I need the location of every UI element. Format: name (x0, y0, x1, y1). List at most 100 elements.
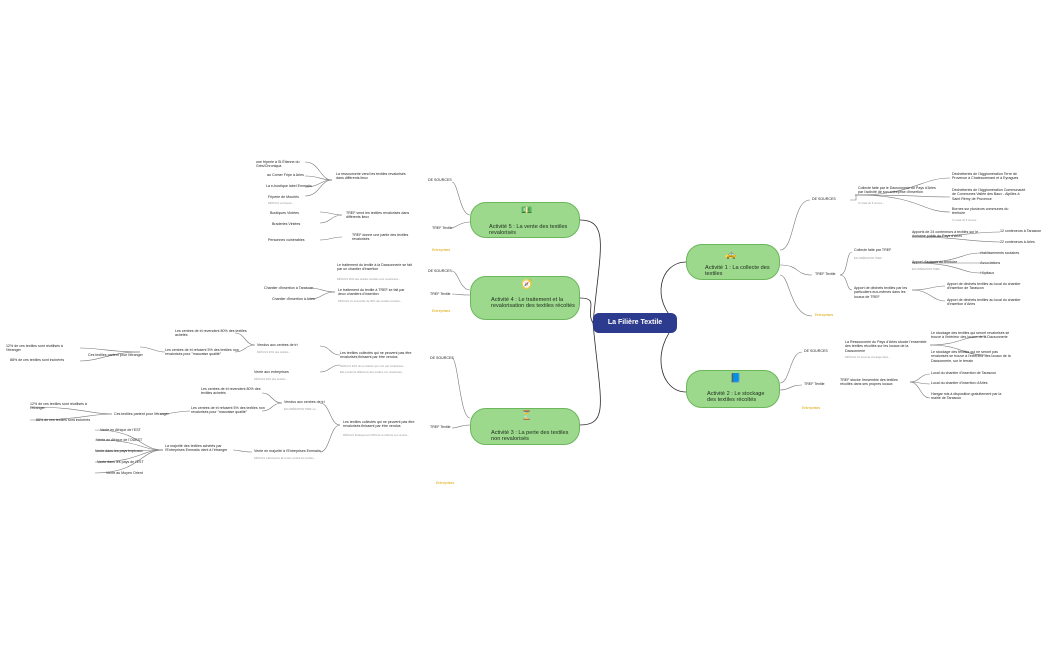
a2-local-tarascon[interactable]: Local du chantier d'insertion de Tarasco… (931, 371, 997, 375)
a1-sources-label[interactable]: DE SOURCES (812, 197, 836, 201)
a5-friperie-mouries[interactable]: Friperie de Mouriès (268, 195, 299, 199)
a4-entreprises-tag[interactable]: Entreprises (432, 309, 451, 313)
money-icon: 💵 (521, 205, 533, 215)
a5-corner-fripe[interactable]: au Comer Fripe à Arles (267, 173, 304, 177)
a3-tref-tri-revendent[interactable]: Les centres de tri revendent 80% des tex… (201, 387, 261, 396)
a3-vente-pays-est[interactable]: Vente dans les pays de l'EST (97, 460, 144, 464)
a3-tref-label[interactable]: TREF Textile (430, 425, 451, 429)
activity-4-node[interactable]: 🧭 Activité 4 : Le traitement et la reval… (470, 276, 580, 320)
a1-etablissements[interactable]: établissements scolaires (980, 251, 1020, 255)
a2-stock-note[interactable]: DÉTAILS Un local de stockage dans... (845, 356, 891, 359)
a3-tref-note[interactable]: DÉTAILS Pratiquement 80% de la collecte … (343, 434, 410, 437)
a5-tref-label[interactable]: TREF Textile (432, 226, 453, 230)
a1-hopitaux[interactable]: Hôpitaux (980, 271, 995, 275)
a1-associations[interactable]: Associations (980, 261, 1001, 265)
a1-apport-particuliers[interactable]: Apport de déchets textiles par les parti… (854, 286, 908, 299)
activity-5-node[interactable]: 💵 Activité 5 : La vente des textiles rev… (470, 202, 580, 238)
a3-non-revalorises-note[interactable]: DÉTAILS 30% de la collecte qui n'est pas… (340, 365, 406, 368)
activity-3-node[interactable]: ⏳ Activité 3 : La perte des textiles non… (470, 408, 580, 445)
a1-chantier-arles[interactable]: Apport de déchets textiles au local du c… (947, 298, 1021, 307)
a3-vente-afrique-ouest[interactable]: Vente en Afrique de l'OUEST (96, 438, 143, 442)
a3-vendus-note[interactable]: DÉTAILS 20% des textiles... (257, 351, 291, 354)
a2-stock-exterieur[interactable]: Le stockage des textiles qui ne seront p… (931, 350, 1011, 363)
a3-reutilises-pct[interactable]: 12% de ces textiles sont réutilisés à l'… (6, 344, 63, 353)
a3-tref-incineres-pct[interactable]: 88% de ces textiles sont incinérés (36, 418, 91, 422)
a2-stock-interieur[interactable]: Le stockage des textiles qui seront reva… (931, 331, 1010, 340)
a4-traitement-dacsonnerie[interactable]: Le traitement du textile à la Dacsonneri… (337, 263, 412, 272)
a1-acteurs-note[interactable]: EN OPÉRATION TREF... (912, 268, 942, 271)
a3-vente-emmaus[interactable]: Vente en majorité à l'Entreprises Emmaüs (254, 449, 321, 453)
a5-friperie-note[interactable]: DÉTAILS La friperie... (268, 202, 294, 205)
activity-4-title: Activité 4 : Le traitement et la revalor… (491, 297, 575, 310)
a5-sources-label[interactable]: DE SOURCES (428, 178, 452, 182)
a3-tref-reutilises-pct[interactable]: 12% de ces textiles sont réutilisés à l'… (30, 402, 87, 411)
a4-traitement-note-2[interactable]: DÉTAILS Un ensemble de 30% des textiles … (338, 300, 403, 303)
a2-ressourcerie-stocke[interactable]: La Ressourcerie du Pays d'Arles stocke l… (845, 340, 927, 353)
a3-vente-afrique-est[interactable]: Vente en Afrique de l'EST (100, 428, 141, 432)
a1-conteneurs-tarascon[interactable]: 12 conteneurs à Tarascon (1000, 229, 1042, 233)
a1-collecte-note[interactable]: Un total de 5 tonnes... (858, 202, 885, 205)
a2-tref-label[interactable]: TREF Textile (804, 382, 825, 386)
a1-conteneurs-arles[interactable]: 22 conteneurs à Arles (1000, 240, 1035, 244)
a4-sources-label[interactable]: DE SOURCES (428, 269, 452, 273)
a5-personnes-vulnerables[interactable]: Personnes vulnérables (268, 238, 305, 242)
a1-apports-conteneurs[interactable]: Apports de 24 conteneurs à textiles sur … (912, 230, 979, 239)
compass-icon: 🧭 (521, 279, 533, 289)
a1-collecte-dacsonnerie[interactable]: Collecte faite par le Dacsonnerie du Pay… (858, 186, 936, 195)
a5-e-boutique[interactable]: La e-boutique label Emmaüs (266, 184, 312, 188)
a3-emmaus-etranger[interactable]: La majorité des textiles achetés par l'E… (165, 444, 228, 453)
a3-vendus-centres-tri[interactable]: Vendus aux centres de tri (257, 343, 298, 347)
activity-2-title: Activité 2 : Le stockage des textiles ré… (707, 391, 765, 404)
a3-vente-entreprises[interactable]: Vente aux entreprises (254, 370, 289, 374)
a2-hangar[interactable]: Hangar mis à disposition gratuitement pa… (931, 392, 1002, 401)
a3-tref-tri-refusent[interactable]: Les centres de tri refusent 5% des texti… (191, 406, 265, 415)
a4-chantier-arles[interactable]: Chantier d'insertion à Arles (272, 297, 315, 301)
a3-vente-emmaus-note[interactable]: DÉTAILS L'Entreprise Emmaüs vendra les t… (254, 457, 316, 460)
a3-vente-note[interactable]: DÉTAILS 20% des textiles... (254, 378, 288, 381)
a3-incineres-pct[interactable]: 88% de ces textiles sont incinérés (10, 358, 65, 362)
a1-bornes-note[interactable]: Un total de 5 tonnes... (952, 219, 979, 222)
a3-sources-label[interactable]: DE SOURCES (430, 356, 454, 360)
a1-chantier-tarascon[interactable]: Apport de déchets textiles au local du c… (947, 282, 1021, 291)
central-topic[interactable]: La Filière Textile (593, 313, 677, 333)
a4-traitement-note-1[interactable]: DÉTAILS 30% des textiles récoltés sont r… (337, 278, 401, 281)
a3-tref-vendus-note[interactable]: EN OPÉRATION TREF ne... (284, 408, 318, 411)
a1-bornes[interactable]: Bornes sur plusieurs communes du territo… (952, 207, 1009, 216)
a5-braderies-vintees[interactable]: Braderies Vintées (272, 222, 301, 226)
a1-entreprises-tag[interactable]: Entreprises (815, 313, 834, 317)
a2-sources-label[interactable]: DE SOURCES (804, 349, 828, 353)
a4-chantier-tarascon[interactable]: Chantier d'insertion à Tarascon (264, 286, 314, 290)
a1-dechetterie-1[interactable]: Déchetteries de l'Agglomération Terre de… (952, 172, 1019, 181)
a3-entreprises-tag[interactable]: Entreprises (436, 481, 455, 485)
a2-tref-stocke[interactable]: TREF stocke l'ensemble des textiles réco… (840, 378, 898, 387)
a3-non-revalorises-note-b[interactable]: Elle produit la différence des textiles … (340, 371, 402, 374)
a3-tref-non-revalorises[interactable]: Les textiles collectés qui ne peuvent pa… (343, 420, 415, 429)
a2-local-arles[interactable]: Local du chantier d'insertion d'Arles (931, 381, 988, 385)
a1-collecte-tref-note[interactable]: EN OPÉRATION TREF... (854, 257, 884, 260)
a5-ressourcerie-vend[interactable]: La ressourcerie vend les textiles revalo… (336, 172, 406, 181)
a4-traitement-tref[interactable]: Le traitement du textile à TREF se fait … (338, 288, 405, 297)
a3-vente-moyen-orient[interactable]: Vente au Moyen Orient (106, 471, 143, 475)
a5-tref-vend[interactable]: TREF vend les textiles revalorisés dans … (346, 211, 410, 220)
a1-tref-label[interactable]: TREF Textile (815, 272, 836, 276)
activity-3-title: Activité 3 : La perte des textiles non r… (491, 430, 569, 443)
a5-friperie-st-etienne[interactable]: une friperie à St Étienne du Grès/Chroni… (256, 160, 300, 169)
a5-entreprises-tag[interactable]: Entreprises (432, 248, 451, 252)
activity-1-node[interactable]: 🚕 Activité 1 : La collecte des textiles (686, 244, 780, 280)
a1-collecte-tref[interactable]: Collecte faite par TREF (854, 248, 892, 252)
a4-tref-label[interactable]: TREF Textile (430, 292, 451, 296)
a3-non-revalorises[interactable]: Les textiles collectés qui ne peuvent pa… (340, 351, 412, 360)
a3-tri-revendent[interactable]: Les centres de tri revendent 80% des tex… (175, 329, 247, 338)
a3-tri-refusent[interactable]: Les centres de tri refusent 5% des texti… (165, 348, 239, 357)
a5-boutiques-vintees[interactable]: Boutiques Vintées (270, 211, 299, 215)
a1-dechetterie-2[interactable]: Déchetteries de l'Agglomération Communau… (952, 188, 1026, 201)
a3-vente-pays-tropicaux[interactable]: Vente dans les pays tropicaux (95, 449, 143, 453)
a3-tref-vendus-centres-tri[interactable]: Vendus aux centres de tri (284, 400, 325, 404)
a5-tref-donne[interactable]: TREF donne une partie des textiles reval… (352, 233, 409, 242)
a2-entreprises-tag[interactable]: Entreprises (802, 406, 821, 410)
activity-2-node[interactable]: 📘 Activité 2 : Le stockage des textiles … (686, 370, 780, 408)
a3-etranger[interactable]: Ces textiles partent pour l'étranger (88, 353, 143, 357)
a1-apport-acteurs[interactable]: Apport d'acteurs du territoire (912, 260, 958, 264)
storage-icon: 📘 (730, 373, 742, 383)
a3-tref-etranger[interactable]: Ces textiles partent pour l'étranger (114, 412, 169, 416)
